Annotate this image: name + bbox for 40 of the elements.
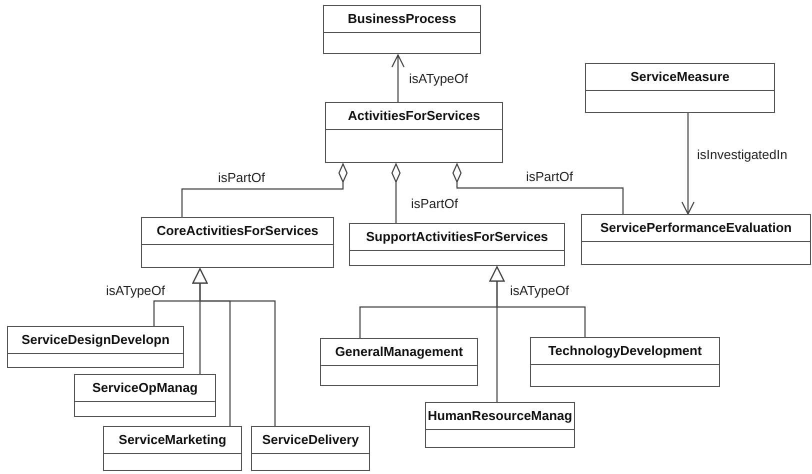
class-name: ActivitiesForServices xyxy=(326,103,502,130)
class-box xyxy=(251,426,370,471)
class-name: ServiceDelivery xyxy=(252,427,369,454)
class-name: BusinessProcess xyxy=(324,6,480,33)
aggregation-connector xyxy=(391,163,401,223)
class-box xyxy=(325,102,503,163)
edge-label: isATypeOf xyxy=(409,71,468,86)
class-name: SupportActivitiesForServices xyxy=(350,224,564,251)
class-box xyxy=(141,217,334,268)
class-box xyxy=(425,402,575,448)
edge-label: isPartOf xyxy=(218,170,265,185)
class-name: TechnologyDevelopment xyxy=(531,338,719,365)
class-name: ServicePerformanceEvaluation xyxy=(582,215,810,242)
arrow xyxy=(391,54,405,102)
edge-label: isPartOf xyxy=(411,196,458,211)
class-box xyxy=(7,326,184,368)
class-name: ServiceOpManag xyxy=(75,375,215,402)
edge-label: isInvestigatedIn xyxy=(697,147,788,162)
class-name: GeneralManagement xyxy=(321,339,477,366)
class-box xyxy=(585,63,775,113)
class-name: ServiceMeasure xyxy=(586,64,774,91)
class-box xyxy=(320,338,478,386)
class-name: ServiceDesignDevelopn xyxy=(8,327,183,354)
class-box xyxy=(103,426,242,471)
generalization-arrow xyxy=(489,266,586,337)
class-name: ServiceMarketing xyxy=(104,427,241,454)
arrow xyxy=(681,113,695,215)
edge-label: isATypeOf xyxy=(106,283,166,298)
edge-label: isATypeOf xyxy=(510,283,570,298)
class-box xyxy=(74,374,216,417)
class-name: CoreActivitiesForServices xyxy=(142,218,333,245)
class-box xyxy=(530,337,720,387)
generalization-arrow xyxy=(192,268,276,426)
class-box xyxy=(349,223,565,266)
class-name: HumanResourceManag xyxy=(426,403,574,430)
edge-label: isPartOf xyxy=(526,169,573,184)
class-box xyxy=(323,5,481,54)
aggregation-connector xyxy=(452,163,624,214)
aggregation-connector xyxy=(181,163,348,217)
class-box xyxy=(581,214,811,265)
